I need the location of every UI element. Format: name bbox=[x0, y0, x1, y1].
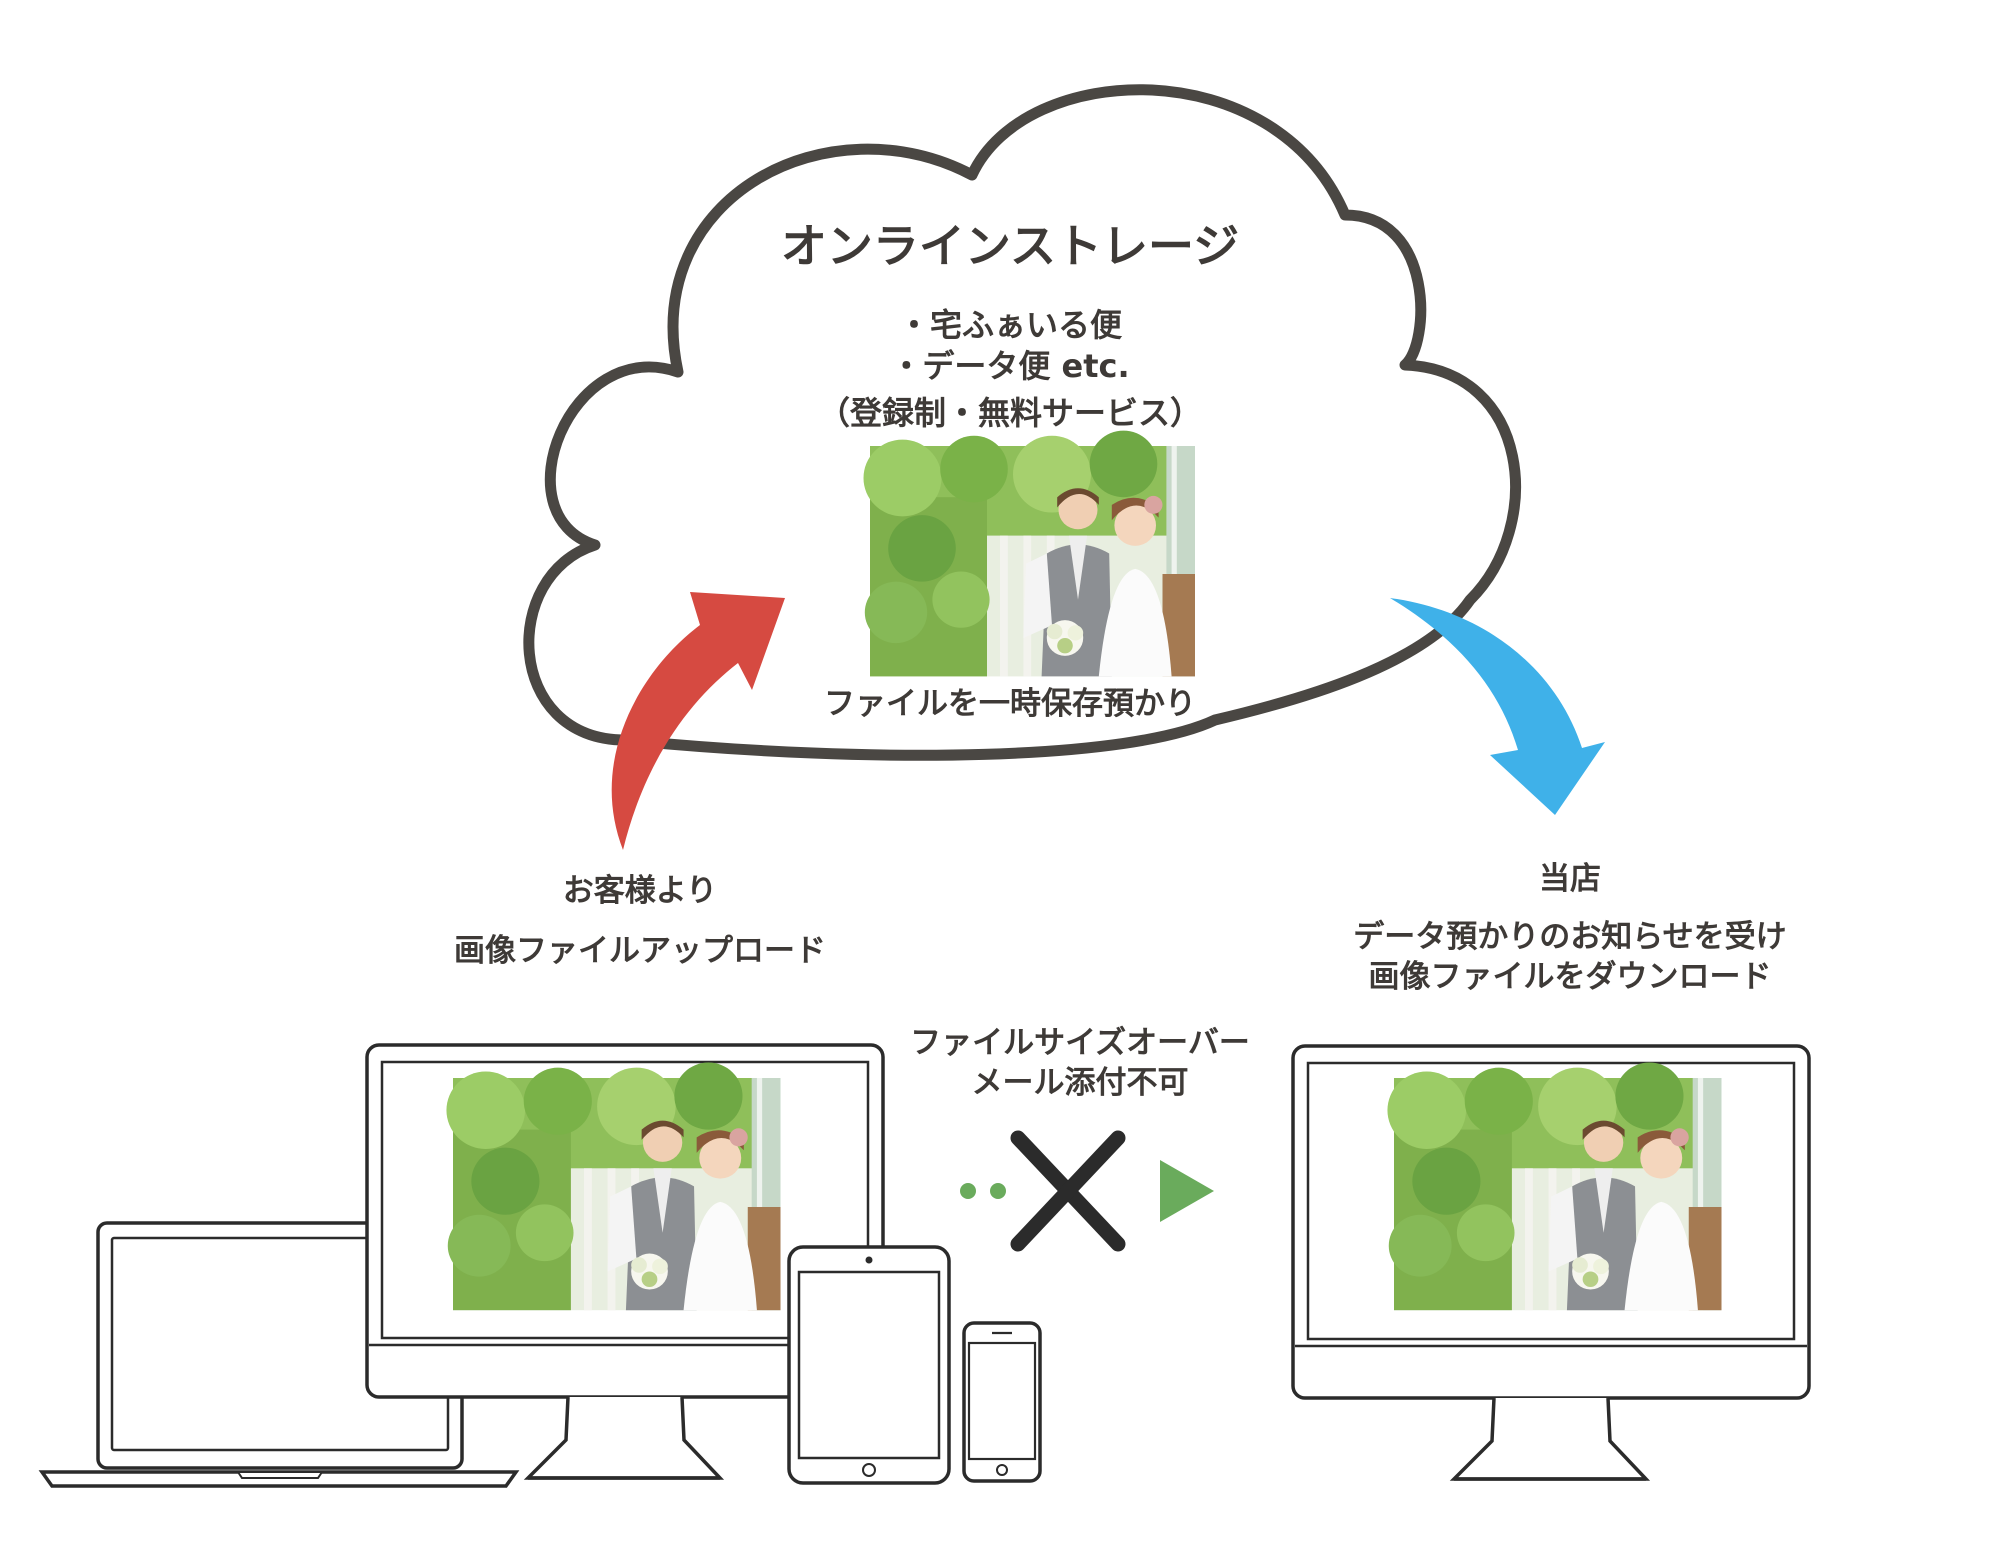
cloud-photo bbox=[863, 430, 1195, 677]
shop-title: 当店 bbox=[1539, 861, 1601, 897]
shop-label-line3: 画像ファイルをダウンロード bbox=[1368, 959, 1772, 995]
service-item-takufile: ・宅ふぁいる便 bbox=[897, 306, 1122, 344]
smartphone bbox=[962, 1321, 1042, 1483]
download-arrow bbox=[1390, 598, 1605, 815]
right-monitor-photo bbox=[1387, 1062, 1722, 1311]
upload-label-line1: お客様より bbox=[562, 873, 718, 909]
oversize-label-line2: メール添付不可 bbox=[971, 1065, 1189, 1101]
dot-2 bbox=[990, 1183, 1006, 1199]
oversize-label-line1: ファイルサイズオーバー bbox=[910, 1025, 1250, 1061]
cloud-caption: ファイルを一時保存預かり bbox=[824, 686, 1196, 722]
cloud-outline bbox=[523, 84, 1522, 761]
play-icon bbox=[1160, 1160, 1214, 1222]
service-note: （登録制・無料サービス） bbox=[817, 394, 1202, 432]
cross-icon bbox=[1010, 1130, 1126, 1252]
shop-label-line2: データ預かりのお知らせを受け bbox=[1353, 919, 1787, 955]
tablet bbox=[787, 1245, 951, 1485]
cloud-title: オンラインストレージ bbox=[780, 219, 1240, 273]
service-item-databin: ・データ便 etc. bbox=[890, 347, 1130, 385]
upload-label-line2: 画像ファイルアップロード bbox=[454, 933, 826, 969]
left-monitor-photo bbox=[446, 1062, 781, 1311]
dot-1 bbox=[960, 1183, 976, 1199]
upload-arrow bbox=[611, 592, 785, 850]
